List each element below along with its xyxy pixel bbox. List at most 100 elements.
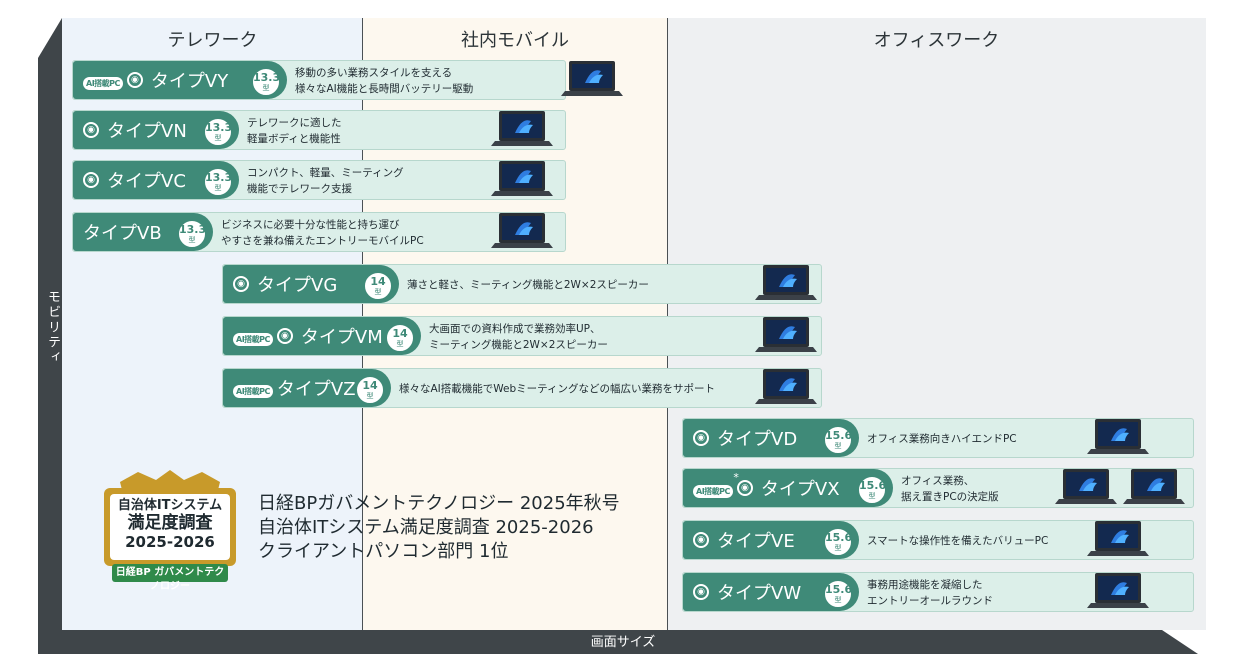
screen-size-unit: 型 [188,236,196,244]
laptop-image [755,367,817,407]
award-badge-line: 日経BP ガバメントテクノロジー [115,567,225,592]
award-text-line: 日経BPガバメントテクノロジー 2025年秋号 [258,493,620,514]
product-name: タイプVD [717,429,798,450]
zone-title-office-mobile: 社内モバイル [461,30,569,51]
product-description: 様々なAI搭載機能でWebミーティングなどの幅広い業務をサポート [399,372,715,406]
meeting-icon: ◉ [693,584,709,600]
product-description: オフィス業務、据え置きPCの決定版 [901,472,999,506]
product-name: タイプVN [107,121,187,142]
product-description-line: 機能でテレワーク支援 [247,183,352,195]
ai-pc-badge: AI搭載PC [233,379,277,398]
product-description: スマートな操作性を備えたバリューPC [867,524,1048,558]
screen-size-unit: 型 [396,340,404,348]
meeting-icon: ◉ [233,276,249,292]
screen-size-value: 15.6 [825,531,853,544]
ai-pc-badge: AI搭載PC [83,71,127,90]
meeting-icon: ◉ [276,328,293,344]
screen-size-unit: 型 [374,288,382,296]
ai-pc-badge: AI搭載PC [233,327,277,346]
x-axis-label: 画面サイズ [590,635,656,650]
product-name: タイプVZ [276,379,356,400]
screen-size-unit: 型 [366,392,374,400]
product-description: 事務用途機能を凝縮したエントリーオールラウンド [867,576,993,610]
product-description: 薄さと軽さ、ミーティング機能と2W×2スピーカー [407,268,649,302]
screen-size-value: 13.3 [253,71,281,84]
screen-size-value: 14 [392,327,408,340]
product-description: ビジネスに必要十分な性能と持ち運びやすさを兼ね備えたエントリーモバイルPC [221,216,424,250]
product-name: タイプVX [760,479,840,500]
product-description-line: 事務用途機能を凝縮した [867,579,983,591]
ai-pc-badge: AI搭載PC* [693,471,739,498]
product-description-line: コンパクト、軽量、ミーティング [247,167,404,179]
screen-size-value: 14 [370,275,386,288]
award-text-line: 自治体ITシステム満足度調査 2025-2026 [258,517,594,538]
y-axis-label: モビリティ [45,290,60,365]
award-text-line: クライアントパソコン部門 1位 [258,541,509,562]
ai-pc-badge-label: AI搭載PC [233,384,273,398]
laptop-image [491,211,553,251]
ai-pc-badge-label: AI搭載PC [83,76,123,90]
award-badge-line: 満足度調査 [127,513,213,533]
award-badge-line: 2025-2026 [125,533,215,551]
laptop-image [755,263,817,303]
product-name: タイプVM [300,327,383,348]
laptop-image [491,109,553,149]
screen-size-unit: 型 [868,492,876,500]
screen-size-unit: 型 [214,134,222,142]
screen-size-value: 15.6 [859,479,887,492]
screen-size-value: 13.3 [205,171,233,184]
product-description-line: ミーティング機能と2W×2スピーカー [429,339,608,351]
product-name: タイプVG [257,275,338,296]
screen-size-unit: 型 [834,442,842,450]
ai-pc-badge-label: AI搭載PC [693,484,733,498]
laptop-image [1087,519,1149,559]
ai-pc-asterisk: * [733,470,739,484]
product-description: コンパクト、軽量、ミーティング機能でテレワーク支援 [247,164,404,198]
laptop-image [1087,417,1149,457]
award-badge: 自治体ITシステム 満足度調査 2025-2026 日経BP ガバメントテクノロ… [90,470,250,592]
y-axis-arrow-head [38,18,62,58]
product-description-line: テレワークに適した [247,117,342,129]
screen-size-value: 15.6 [825,583,853,596]
product-description-line: やすさを兼ね備えたエントリーモバイルPC [221,235,424,247]
screen-size-unit: 型 [834,596,842,604]
screen-size-value: 13.3 [179,223,207,236]
product-description-line: 軽量ボディと機能性 [247,133,341,145]
laptop-image [1087,571,1149,611]
ai-pc-badge-label: AI搭載PC [233,332,273,346]
product-name: タイプVW [717,583,802,604]
product-description: オフィス業務向きハイエンドPC [867,422,1017,456]
screen-size-value: 14 [362,379,378,392]
product-description-line: ビジネスに必要十分な性能と持ち運び [221,219,400,231]
product-description: テレワークに適した軽量ボディと機能性 [247,114,342,148]
meeting-icon: ◉ [126,72,143,88]
product-description-line: オフィス業務向きハイエンドPC [867,433,1017,445]
screen-size-unit: 型 [214,184,222,192]
meeting-icon: ◉ [693,430,709,446]
product-pill: AI搭載PC◉ タイプVM [223,317,421,355]
meeting-icon: ◉ [83,172,99,188]
zone-title-office-work: オフィスワーク [873,30,1000,51]
product-name: タイプVB [83,223,162,244]
laptop-image [755,315,817,355]
meeting-icon: ◉ [736,480,753,496]
laptop-image [1123,467,1185,507]
